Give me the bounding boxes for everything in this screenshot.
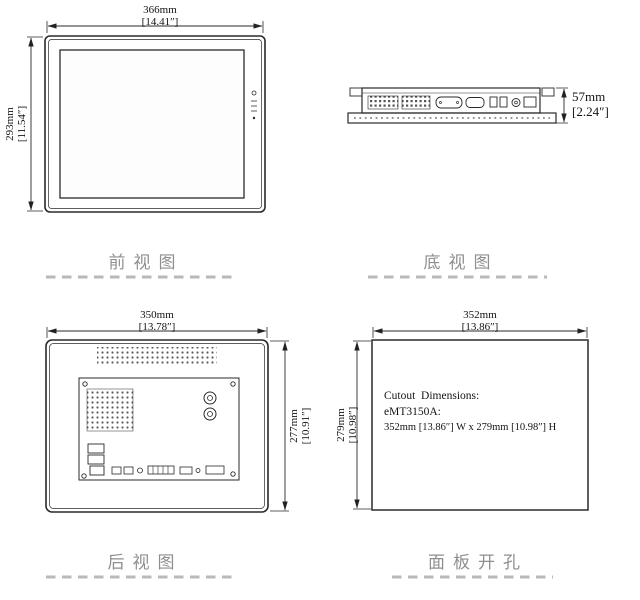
depth-mm: 57mm xyxy=(572,89,606,104)
cutout-width-in: [13.86″] xyxy=(461,321,499,333)
front-view-drawing xyxy=(27,21,266,213)
cutout-view-label: 面板开孔 xyxy=(428,553,528,572)
cutout-height-mm: 279mm xyxy=(335,408,347,442)
cutout-width-dimension: 352mm [13.86″] xyxy=(462,309,499,333)
panel-screw xyxy=(81,473,87,479)
reset-hole xyxy=(137,467,143,474)
terminal-block xyxy=(147,465,175,475)
usb-stack-port xyxy=(87,454,105,465)
rear-width-dimension: 350mm [13.78″] xyxy=(139,309,176,333)
rear-cover-outline xyxy=(45,339,269,513)
front-width-dimension: 366mm [14.41″] xyxy=(142,4,179,28)
front-screen xyxy=(59,49,245,199)
io-panel xyxy=(78,377,240,481)
rear-view-drawing xyxy=(45,327,289,513)
connector xyxy=(205,465,225,475)
panel-screw xyxy=(230,471,236,477)
depth-in: [2.24″] xyxy=(572,104,609,119)
serial-port xyxy=(465,97,485,108)
power-jack xyxy=(511,98,521,107)
cutout-note-model: eMT3150A: xyxy=(384,406,441,418)
front-height-dimension: 293mm [11.54″] xyxy=(4,106,28,142)
mount-ear-left xyxy=(349,87,363,97)
cutout-rectangle xyxy=(371,339,589,511)
lan-port xyxy=(523,96,537,108)
front-bezel-profile xyxy=(347,112,557,124)
cutout-note: Cutout Dimensions: eMT3150A: 352mm [13.8… xyxy=(384,388,556,436)
front-width-mm: 366mm xyxy=(143,4,177,16)
mount-ear-right xyxy=(541,87,555,97)
top-vent-holes xyxy=(97,347,217,366)
panel-screw xyxy=(230,381,236,387)
section-divider-rules xyxy=(46,275,553,579)
panel-screw xyxy=(82,381,88,387)
front-touch-keys xyxy=(251,100,257,112)
vent-grille xyxy=(401,95,431,110)
cutout-note-size: 352mm [13.86″] W x 279mm [10.98″] H xyxy=(384,422,557,433)
lan-port-rear xyxy=(89,465,105,476)
rear-height-dimension: 277mm [10.91″] xyxy=(288,408,312,445)
rear-height-mm: 277mm xyxy=(288,409,300,443)
usb-port xyxy=(499,96,508,108)
usb-port xyxy=(489,96,498,108)
bottom-view-drawing xyxy=(347,87,568,124)
vent-grille xyxy=(367,95,399,110)
switch xyxy=(123,466,134,475)
rear-width-in: [13.78″] xyxy=(138,321,176,333)
front-height-in: [11.54″] xyxy=(16,105,28,143)
round-connector xyxy=(203,407,217,421)
vga-port xyxy=(435,96,463,109)
rear-width-mm: 350mm xyxy=(140,309,174,321)
rear-height-in: [10.91″] xyxy=(300,407,312,445)
panel-vent-holes xyxy=(86,388,134,432)
round-connector xyxy=(203,391,217,405)
depth-dimension: 57mm [2.24″] xyxy=(572,89,609,119)
cutout-width-mm: 352mm xyxy=(463,309,497,321)
front-width-in: [14.41″] xyxy=(141,16,179,28)
cutout-note-title: Cutout Dimensions: xyxy=(384,390,480,402)
cutout-height-dimension: 279mm [10.98″] xyxy=(335,407,359,444)
front-led-indicator xyxy=(251,90,257,96)
switch xyxy=(179,466,193,475)
front-height-mm: 293mm xyxy=(4,107,16,141)
screw-hole xyxy=(195,468,201,473)
front-view-label: 前视图 xyxy=(108,253,184,272)
rear-view-label: 后视图 xyxy=(107,553,183,572)
switch xyxy=(111,466,122,475)
front-bezel-outline xyxy=(44,35,266,213)
cutout-height-in: [10.98″] xyxy=(347,406,359,444)
usb-stack-port xyxy=(87,443,105,454)
bottom-view-label: 底视图 xyxy=(423,253,499,272)
cutout-drawing xyxy=(353,327,589,511)
